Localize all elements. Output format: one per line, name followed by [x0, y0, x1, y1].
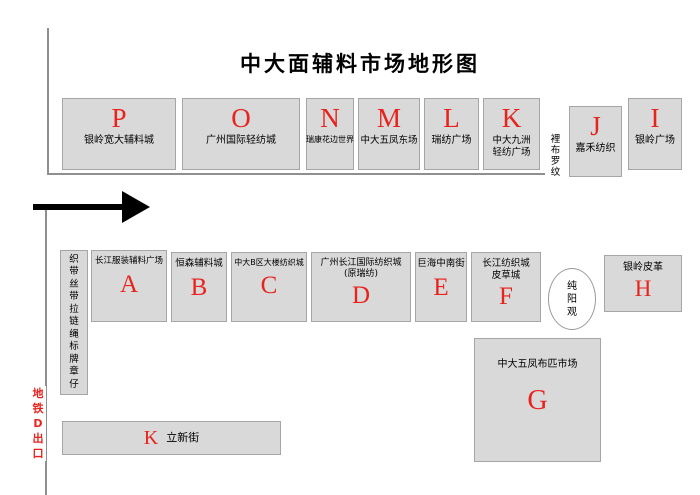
map-block-d: 广州长江国际纺织城 (原瑞纺) D: [311, 252, 411, 322]
block-k-street-letter: K: [143, 426, 159, 449]
block-l-name: 瑞纺广场: [431, 135, 472, 146]
page-title: 中大面辅料市场地形图: [240, 52, 480, 76]
block-h-name: 银岭皮革: [623, 262, 663, 273]
map-block-k-top: K 中大九洲 轻纺广场: [483, 98, 540, 170]
entrance-arrow-shaft: [33, 204, 123, 210]
lining-rib-label: 裡布罗纹: [550, 134, 561, 178]
map-block-f: 长江纺织城 皮草城 F: [471, 252, 541, 322]
block-d-letter: D: [351, 281, 371, 309]
map-block-a: 长江服装辅料广场 A: [91, 250, 167, 322]
accessories-strip-block: 织带丝带拉链绳标牌章仔: [60, 250, 88, 395]
block-e-name: 巨海中南街: [417, 258, 465, 269]
block-b-letter: B: [190, 273, 208, 301]
road-line-horizontal: [47, 173, 545, 175]
block-n-letter: N: [320, 103, 340, 133]
map-block-e: 巨海中南街 E: [415, 252, 467, 322]
entrance-arrow-head: [122, 191, 150, 223]
road-line-left-vertical: [45, 207, 47, 495]
block-p-letter: P: [111, 103, 127, 133]
block-o-letter: O: [231, 103, 251, 133]
block-i-letter: I: [650, 103, 660, 133]
map-block-p: P 银岭宽大辅料城: [62, 98, 176, 170]
block-j-letter: J: [590, 111, 601, 141]
map-block-b: 恒森辅料城 B: [171, 252, 227, 322]
block-m-name: 中大五凤东场: [360, 135, 418, 146]
block-b-name: 恒森辅料城: [175, 258, 223, 269]
map-block-o: O 广州国际轻纺城: [182, 98, 300, 170]
block-f-name: 长江纺织城 皮草城: [482, 258, 530, 281]
block-a-letter: A: [119, 270, 139, 298]
block-e-letter: E: [433, 273, 449, 301]
map-block-k-street: K 立新街: [62, 421, 281, 455]
block-k-top-name: 中大九洲 轻纺广场: [492, 135, 531, 158]
map-block-l: L 瑞纺广场: [424, 98, 479, 170]
block-o-name: 广州国际轻纺城: [206, 135, 276, 146]
map-block-c: 中大B区大楼纺织城 C: [231, 252, 307, 322]
map-block-i: I 银岭广场: [628, 98, 682, 170]
block-c-letter: C: [260, 272, 278, 299]
taoist-temple-ellipse: 纯阳观: [548, 268, 596, 330]
block-j-name: 嘉禾纺织: [575, 143, 616, 154]
map-block-j: J 嘉禾纺织: [569, 106, 622, 177]
block-n-name: 瑞康花边世界: [306, 135, 354, 144]
map-block-n: N 瑞康花边世界: [306, 98, 354, 170]
block-c-name: 中大B区大楼纺织城: [234, 258, 304, 267]
block-g-letter: G: [527, 384, 548, 416]
block-l-letter: L: [443, 103, 460, 133]
block-k-top-letter: K: [501, 103, 522, 133]
accessories-strip-label: 织带丝带拉链绳标牌章仔: [69, 253, 79, 390]
map-block-g: 中大五凤布匹市场 G: [474, 338, 601, 462]
metro-exit-d-label: 地铁D出口: [30, 386, 46, 461]
block-d-name: 广州长江国际纺织城 (原瑞纺): [320, 258, 402, 280]
map-block-h: 银岭皮革 H: [604, 255, 682, 312]
road-line-top-vertical: [47, 28, 49, 174]
block-i-name: 银岭广场: [635, 135, 675, 146]
block-m-letter: M: [376, 103, 401, 133]
block-h-letter: H: [634, 275, 652, 301]
taoist-temple-label: 纯阳观: [567, 280, 577, 318]
block-g-name: 中大五凤布匹市场: [497, 359, 578, 370]
block-f-letter: F: [499, 282, 513, 310]
map-block-m: M 中大五凤东场: [358, 98, 420, 170]
block-a-name: 长江服装辅料广场: [94, 256, 163, 266]
block-p-name: 银岭宽大辅料城: [84, 135, 154, 146]
block-k-street-name: 立新街: [166, 431, 200, 445]
